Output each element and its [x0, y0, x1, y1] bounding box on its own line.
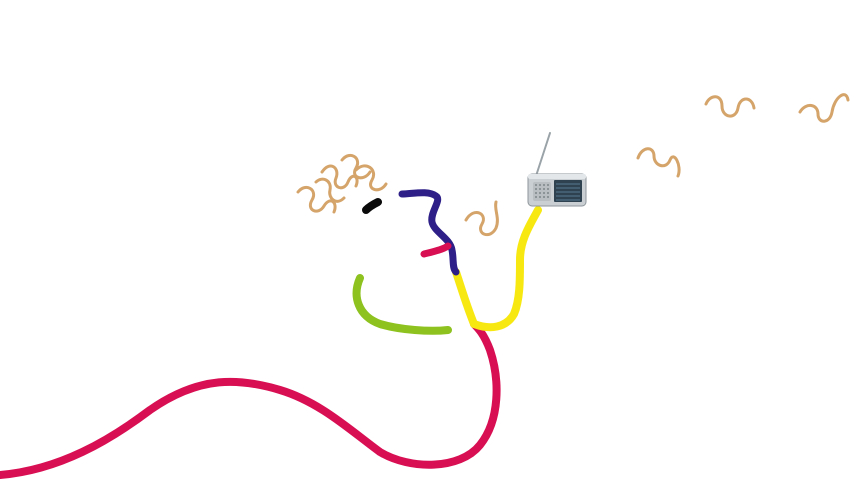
- squiggle-sound-2: [636, 147, 681, 178]
- crimson-mouth: [420, 242, 452, 258]
- speaker-dot: [547, 184, 549, 186]
- squiggle-sound-1: [464, 200, 499, 237]
- squiggle-group: [296, 93, 850, 237]
- radio-screen: [554, 180, 582, 202]
- speaker-dot: [535, 196, 537, 198]
- speaker-dot: [539, 192, 541, 194]
- speaker-dot: [539, 188, 541, 190]
- radio-screen-lines: [556, 183, 580, 201]
- eye: [362, 198, 382, 214]
- speaker-dot: [535, 184, 537, 186]
- navy-cable: [398, 189, 460, 276]
- speaker-dot: [543, 192, 545, 194]
- speaker-dot: [535, 188, 537, 190]
- speaker-dot: [543, 184, 545, 186]
- squiggle-hair-1: [320, 164, 359, 190]
- squiggle-hair-4: [296, 186, 337, 214]
- radio-antenna: [535, 132, 551, 177]
- speaker-dot: [547, 192, 549, 194]
- speaker-dot: [547, 196, 549, 198]
- green-neck: [352, 274, 452, 335]
- speaker-dot: [547, 188, 549, 190]
- squiggle-hair-3: [354, 164, 388, 192]
- squiggle-hair-5: [314, 177, 346, 203]
- speaker-dot: [539, 196, 541, 198]
- squiggle-sound-3: [704, 95, 756, 118]
- radio-speaker: [533, 182, 551, 201]
- crimson-cable: [0, 320, 501, 479]
- speaker-dot: [543, 188, 545, 190]
- yellow-cable-radio: [470, 206, 542, 332]
- squiggle-sound-4: [798, 93, 850, 123]
- yellow-cable-head: [452, 268, 478, 328]
- radio-body-top: [528, 174, 586, 179]
- speaker-dot: [539, 184, 541, 186]
- radio-speaker-grille: [535, 184, 549, 198]
- radio-icon: [527, 132, 587, 207]
- speaker-dot: [535, 192, 537, 194]
- speaker-dot: [543, 196, 545, 198]
